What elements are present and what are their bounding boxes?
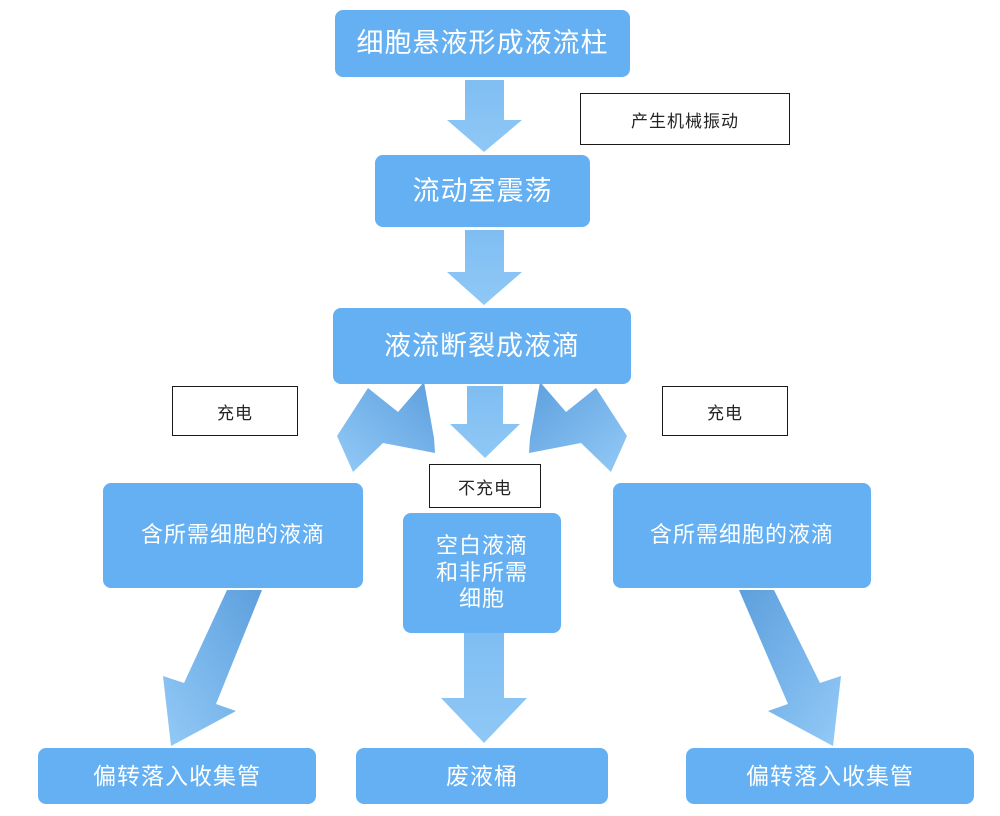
node-cell-suspension-stream[interactable]: 细胞悬液形成液流柱: [335, 10, 630, 77]
node-droplet-with-target-cells-right[interactable]: 含所需细胞的液滴: [613, 483, 871, 588]
annotation-no-charge[interactable]: 不充电: [429, 464, 541, 508]
connector-arrow-n5-n8: [441, 633, 527, 743]
node-deflected-into-collection-tube-right[interactable]: 偏转落入收集管: [686, 748, 974, 804]
connector-arrow-n3-n4: [337, 382, 435, 472]
node-flow-cell-vibration[interactable]: 流动室震荡: [375, 155, 590, 227]
node-deflected-into-collection-tube-left[interactable]: 偏转落入收集管: [38, 748, 316, 804]
connector-arrow-n3-n5: [450, 386, 520, 458]
annotation-charge-left[interactable]: 充电: [172, 386, 298, 436]
connector-arrow-n6-n9: [739, 590, 841, 746]
node-blank-and-unwanted-cells[interactable]: 空白液滴 和非所需 细胞: [403, 513, 561, 633]
node-droplet-with-target-cells-left[interactable]: 含所需细胞的液滴: [103, 483, 363, 588]
node-stream-breaks-into-droplets[interactable]: 液流断裂成液滴: [333, 308, 631, 384]
connector-arrow-n1-n2: [447, 80, 522, 152]
connector-arrow-n3-n6: [529, 382, 627, 472]
connector-arrow-n4-n7: [163, 590, 262, 746]
connector-arrow-n2-n3: [447, 230, 522, 305]
annotation-mechanical-vibration[interactable]: 产生机械振动: [580, 93, 790, 145]
node-waste-container[interactable]: 废液桶: [356, 748, 608, 804]
annotation-charge-right[interactable]: 充电: [662, 386, 788, 436]
